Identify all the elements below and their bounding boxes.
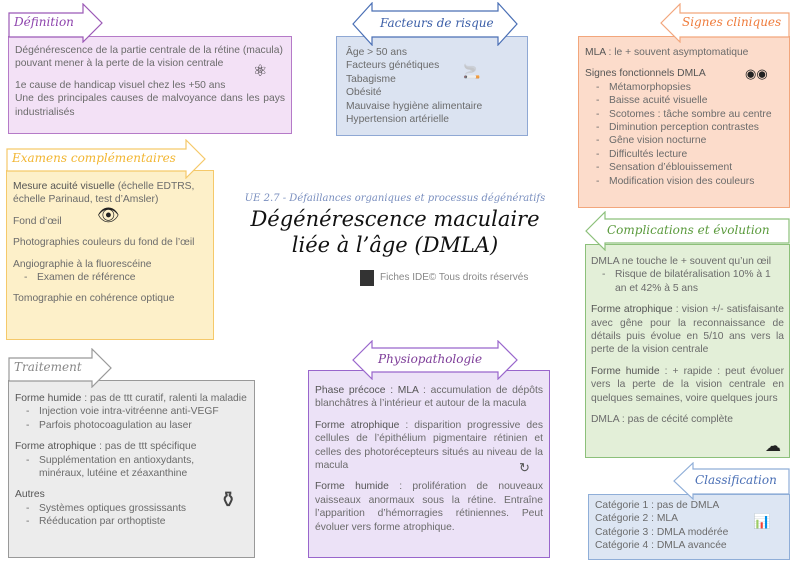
signes-header: Signes cliniques <box>660 3 790 43</box>
class-item: Catégorie 3 : DMLA modérée <box>595 526 729 538</box>
signe-item: Diminution perception contrastes <box>585 121 783 135</box>
classification-header: Classification <box>673 462 790 500</box>
fond-oeil: Fond d’œil <box>13 215 62 227</box>
definition-p1: Dégénérescence de la partie centrale de … <box>15 45 283 70</box>
photographies: Photographies couleurs du fond de l’œil <box>13 237 195 249</box>
definition-header: Définition <box>8 3 103 43</box>
signe-item: Difficultés lecture <box>585 148 783 162</box>
signes-heading: Signes cliniques <box>682 15 782 30</box>
facteur-item: Âge > 50 ans <box>346 47 407 58</box>
title-block: UE 2.7 - Défaillances organiques et proc… <box>220 192 570 286</box>
bar-chart-icon: 📊 <box>753 513 771 529</box>
complications-box: DMLA ne touche le + souvent qu’un œil Ri… <box>585 244 790 458</box>
acuite-label: Mesure acuité visuelle <box>13 181 115 192</box>
cycle-icon: ↻ <box>519 460 530 475</box>
facteur-item: Facteurs génétiques <box>346 60 440 72</box>
classification-heading: Classification <box>695 473 777 488</box>
complications-header: Complications et évolution <box>585 211 790 251</box>
facteur-item: Mauvaise hygiène alimentaire <box>346 100 483 112</box>
subtitle: UE 2.7 - Défaillances organiques et proc… <box>244 193 546 204</box>
trt-hum-label: Forme humide <box>15 393 82 404</box>
mla-text: : le + souvent asymptomatique <box>605 47 749 58</box>
class-item: Catégorie 4 : DMLA avancée <box>595 540 727 552</box>
trt-item: Rééducation par orthoptiste <box>15 515 248 529</box>
examens-heading: Examens complémentaires <box>12 151 176 166</box>
trt-item: Parfois photocoagulation au laser <box>15 419 248 433</box>
facteurs-heading: Facteurs de risque <box>380 16 494 31</box>
trt-item: Supplémentation en antioxydants, minérau… <box>15 454 215 481</box>
trt-item: Systèmes optiques grossissants <box>15 502 248 516</box>
examens-header: Examens complémentaires <box>6 139 206 179</box>
signes-fonct-label: Signes fonctionnels DMLA <box>585 68 706 80</box>
complications-heading: Complications et évolution <box>607 223 770 238</box>
comp-hum-label: Forme humide <box>591 365 660 377</box>
cigarette-icon: 🚬 <box>463 63 481 79</box>
trt-atro-label: Forme atrophique <box>15 441 97 453</box>
copyright: Fiches IDE© Tous droits réservés <box>380 272 529 284</box>
page-title-line2: liée à l’âge (DMLA) <box>291 233 499 257</box>
trt-atro-text: : pas de ttt spécifique <box>96 441 197 453</box>
physio-p2-text: : disparition progressive des cellules d… <box>315 419 543 472</box>
traitement-heading: Traitement <box>14 360 82 375</box>
facteur-item: Hypertension artérielle <box>346 114 450 126</box>
examens-box: Mesure acuité visuelle (échelle EDTRS, é… <box>6 170 214 340</box>
comp-p1: DMLA ne touche le + souvent qu’un œil <box>591 256 772 267</box>
logo-icon <box>360 270 374 286</box>
signe-item: Gêne vision nocturne <box>585 134 783 148</box>
classification-box: Catégorie 1 : pas de DMLA Catégorie 2 : … <box>588 494 790 560</box>
definition-heading: Définition <box>14 15 74 30</box>
comp-p4: DMLA : pas de cécité complète <box>591 414 733 426</box>
definition-box: Dégénérescence de la partie centrale de … <box>8 36 292 134</box>
trt-item: Injection voie intra-vitréenne anti-VEGF <box>15 405 248 419</box>
acuite-text: (échelle EDTRS, échelle Parinaud, test d… <box>13 181 195 206</box>
facteurs-box: Âge > 50 ans Facteurs génétiques Tabagis… <box>336 36 528 136</box>
signe-item: Scotomes : tâche sombre au centre <box>585 108 783 122</box>
physio-p1-text: : accumulation de dépôts blanchâtres à l… <box>315 385 543 410</box>
comp-atro-label: Forme atrophique <box>591 304 673 316</box>
traitement-header: Traitement <box>8 348 112 388</box>
physio-p3-text: : prolifération de nouveaux vaisseaux an… <box>315 481 544 533</box>
facteurs-header: Facteurs de risque <box>352 2 518 46</box>
comp-atro-text: : vision +/- satisfaisante avec gêne pou… <box>591 304 784 356</box>
mla-label: MLA <box>585 47 606 58</box>
signes-box: MLA : le + souvent asymptomatique Signes… <box>578 36 790 208</box>
signe-item: Sensation d’éblouissement <box>585 161 783 175</box>
atom-icon: ⚛ <box>253 63 268 80</box>
facteur-item: Obésité <box>346 87 382 99</box>
physio-header: Physiopathologie <box>352 340 518 380</box>
medicine-bottle-icon: ⚱ <box>219 487 238 512</box>
physio-p3-label: Forme humide <box>315 481 389 493</box>
class-item: Catégorie 2 : MLA <box>595 513 678 525</box>
trt-hum-text: : pas de ttt curatif, ralenti la maladie <box>81 393 247 404</box>
physio-p2-label: Forme atrophique <box>315 419 400 431</box>
definition-p3: Une des principales causes de malvoyance… <box>15 93 285 118</box>
comp-p1-sub: Risque de bilatéralisation 10% à 1 an et… <box>591 268 784 295</box>
tomographie: Tomographie en cohérence optique <box>13 293 175 305</box>
physio-heading: Physiopathologie <box>378 352 483 367</box>
comp-hum-text: : + rapide : peut évoluer vers la perte … <box>591 365 784 404</box>
angiographie: Angiographie à la fluorescéine <box>13 258 152 270</box>
definition-p2: 1e cause de handicap visuel chez les +50… <box>15 79 226 91</box>
angio-sub: Examen de référence <box>13 271 207 285</box>
trt-autres-label: Autres <box>15 489 45 501</box>
facteur-item: Tabagisme <box>346 73 396 85</box>
eyes-icon: ◉◉ <box>745 66 768 81</box>
signe-item: Métamorphopsies <box>585 81 783 95</box>
traitement-box: Forme humide : pas de ttt curatif, ralen… <box>8 380 255 558</box>
physio-p1-label: Phase précoce : MLA <box>315 385 419 396</box>
physio-box: Phase précoce : MLA : accumulation de dé… <box>308 370 550 558</box>
eye-icon: 👁 <box>97 205 120 225</box>
signe-item: Modification vision des couleurs <box>585 175 783 189</box>
cloud-icon: ☁ <box>765 437 781 455</box>
class-item: Catégorie 1 : pas de DMLA <box>595 500 720 511</box>
signe-item: Baisse acuité visuelle <box>585 94 783 108</box>
page-title-line1: Dégénérescence maculaire <box>250 207 540 231</box>
